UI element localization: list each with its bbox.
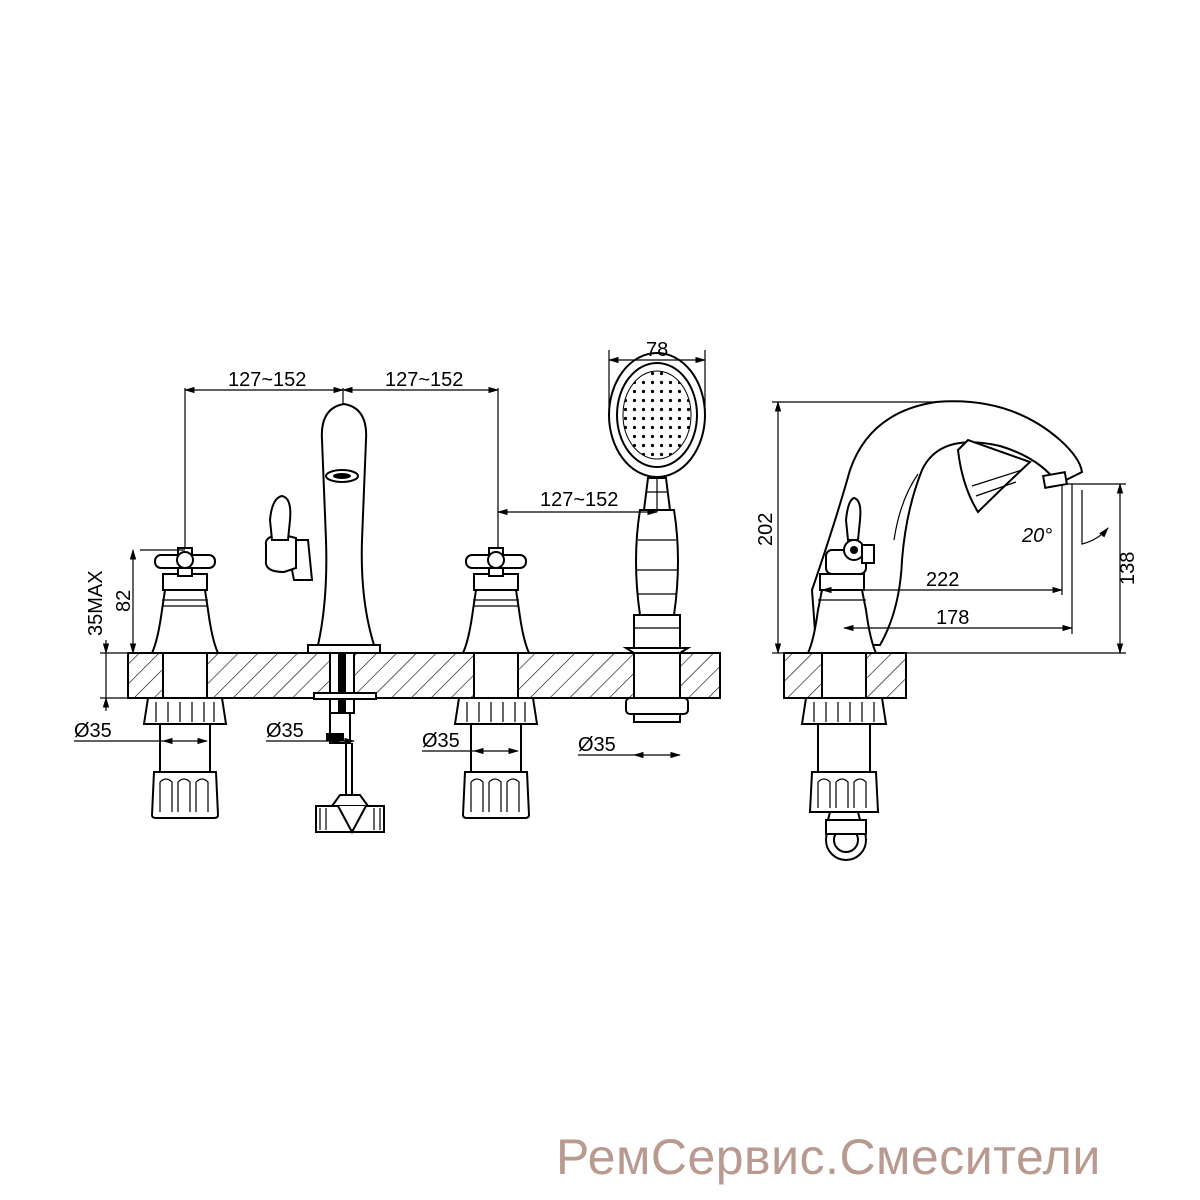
dim-diameter-1: Ø35 xyxy=(74,720,112,742)
deck-section-front xyxy=(127,652,721,699)
dim-diameter-3: Ø35 xyxy=(422,730,460,752)
dim-mount-height: 35MAX xyxy=(85,570,107,636)
watermark: РемСервис.Смесители xyxy=(556,1129,1101,1185)
dim-side-height: 202 xyxy=(755,513,777,546)
dim-diameter-2: Ø35 xyxy=(266,720,304,742)
dim-spout-angle: 20° xyxy=(1021,525,1052,547)
dim-handle-height: 82 xyxy=(113,590,135,612)
dim-shower-head-width: 78 xyxy=(646,339,668,361)
dim-spout-base: 178 xyxy=(936,607,969,629)
right-valve xyxy=(453,547,539,819)
dim-spout-height: 138 xyxy=(1117,552,1139,585)
side-view: 202 138 222 178 20° xyxy=(755,400,1139,861)
dim-spacing-left: 127~152 xyxy=(228,369,306,391)
front-view: 127~152 127~152 127~152 78 82 35MAX Ø35 … xyxy=(74,339,721,835)
dim-spout-reach: 222 xyxy=(926,569,959,591)
center-spout xyxy=(264,402,385,835)
hand-shower xyxy=(608,352,706,723)
dim-spacing-shower: 127~152 xyxy=(540,489,618,511)
dim-diameter-4: Ø35 xyxy=(578,734,616,756)
dim-spacing-right: 127~152 xyxy=(385,369,463,391)
left-valve xyxy=(142,547,228,819)
